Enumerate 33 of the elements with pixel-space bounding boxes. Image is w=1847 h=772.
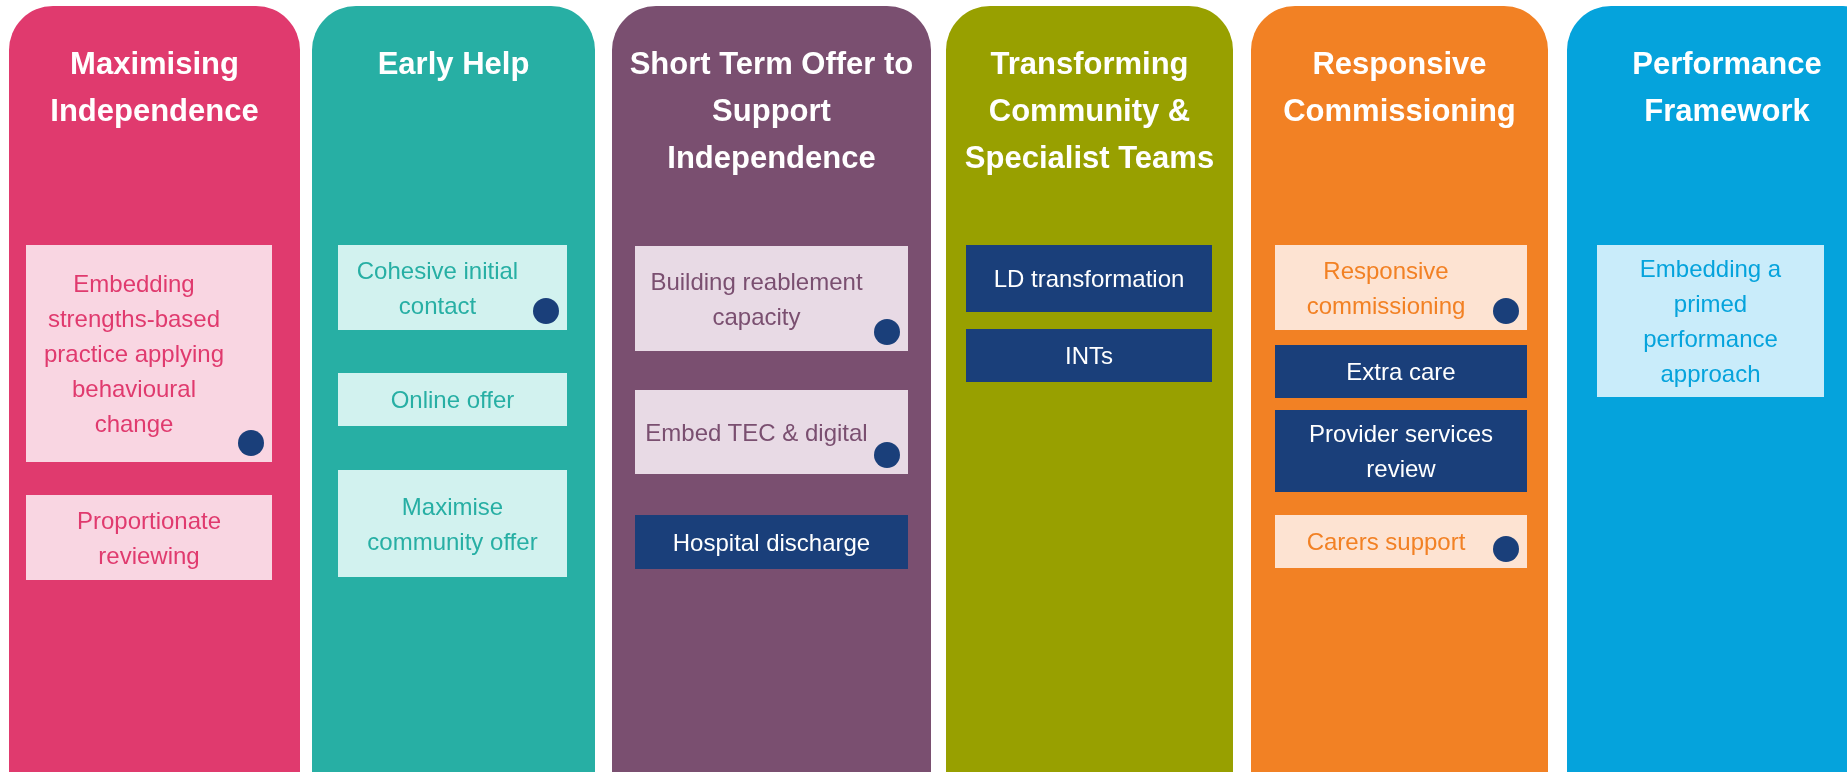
workstream-box: INTs: [966, 329, 1212, 382]
workstream-label: Responsive commissioning: [1305, 255, 1467, 321]
workstream-box: [26, 245, 272, 462]
workstream-box: [635, 390, 908, 474]
column-heading: Responsive Commissioning: [1282, 45, 1517, 130]
column-heading: Transforming Community & Specialist Teams: [963, 45, 1216, 177]
column-panel: [612, 6, 931, 772]
workstream-box: [338, 245, 567, 330]
workstream-box: Hospital discharge: [635, 515, 908, 569]
workstream-box: Proportionate reviewing: [26, 495, 272, 580]
workstream-box: Online offer: [338, 373, 567, 426]
workstream-box: Maximise community offer: [338, 470, 567, 577]
workstream-label: Building reablement capacity: [649, 266, 864, 332]
workstream-label: Embedding strengths-based practice applying behavioural change: [42, 269, 226, 439]
workstream-box: Embedding a primed performance approach: [1597, 245, 1824, 397]
workstream-label: Carers support: [1306, 527, 1466, 557]
workstream-label: Embed TEC & digital: [645, 417, 868, 448]
workstream-label: Cohesive initial contact: [355, 255, 520, 321]
workstream-box: [635, 246, 908, 351]
workstream-box: Provider services review: [1275, 410, 1527, 492]
column-heading: Maximising Independence: [49, 45, 260, 130]
column-heading: Early Help: [376, 45, 531, 83]
column-panel: [9, 6, 300, 772]
workstream-box: Extra care: [1275, 345, 1527, 398]
column-heading: Short Term Offer to Support Independence: [628, 45, 915, 177]
column-panel: [1251, 6, 1548, 772]
column-panel: [312, 6, 595, 772]
workstream-box: [1275, 515, 1527, 568]
column-panel: [1567, 6, 1847, 772]
workstream-box: LD transformation: [966, 245, 1212, 312]
column-panel: [946, 6, 1233, 772]
column-heading: Performance Framework: [1631, 45, 1823, 130]
workstream-box: [1275, 245, 1527, 330]
